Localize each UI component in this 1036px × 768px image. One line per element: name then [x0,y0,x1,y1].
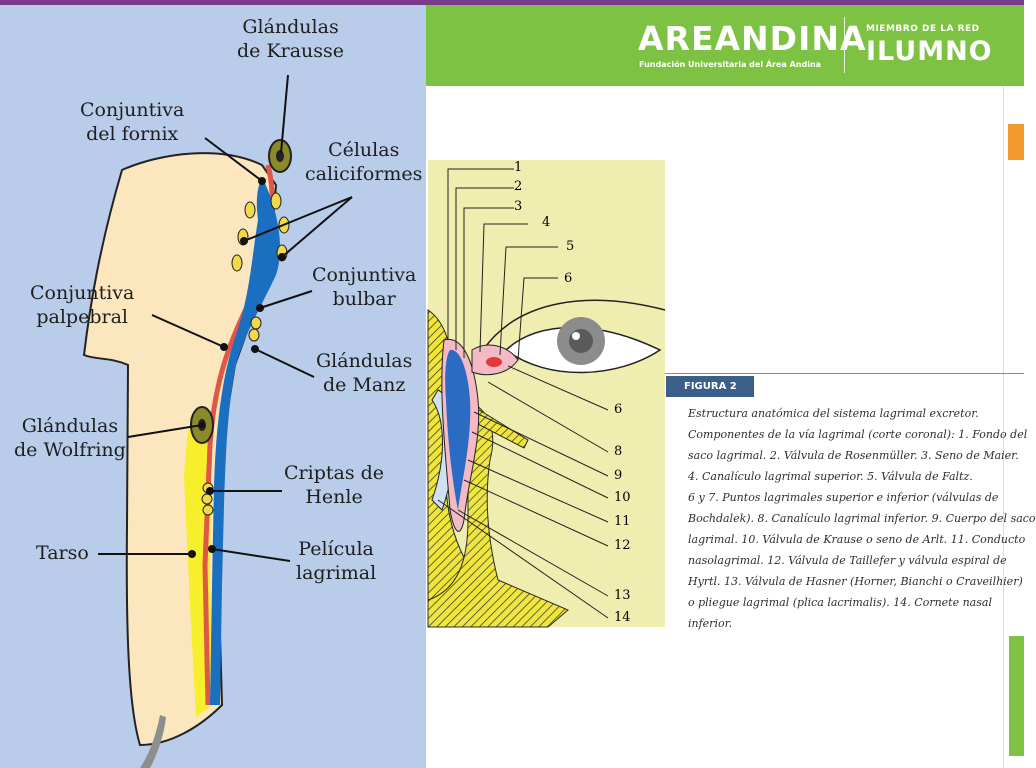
green-side-tab [1009,636,1024,756]
caption-line: Componentes de la vía lagrimal (corte co… [688,428,1028,441]
caption-line: o pliegue lagrimal (plica lacrimalis). 1… [688,596,992,609]
callout-4: 4 [542,215,551,230]
top-accent-line [0,0,1024,5]
caption-line: inferior. [688,617,733,630]
callout-9: 9 [614,468,623,483]
pupil [569,329,593,353]
orange-side-tab [1008,124,1024,160]
caption-line: lagrimal. 10. Válvula de Krause o seno d… [688,533,1026,546]
lacrimal-diagram: 1 2 3 4 5 6 6 8 9 10 11 12 13 14 [427,160,666,628]
callout-1: 1 [514,160,523,175]
caption-line: 4. Canalículo lagrimal superior. 5. Válv… [688,470,973,483]
figure-divider [665,373,1024,374]
callout-13: 13 [614,588,631,603]
callout-6a: 6 [564,271,573,286]
page-edge-line [1003,86,1004,768]
lacrimal-illustration [427,168,666,628]
eyelid-upper [482,299,666,351]
conjunctiva-illustration [82,74,353,768]
callout-6b: 6 [614,402,623,417]
caption-line: 6 y 7. Puntos lagrimales superior e infe… [688,491,999,504]
figure-badge: FIGURA 2 [666,376,754,397]
figure-caption: Estructura anatómica del sistema lagrima… [688,403,1036,634]
pointer-dots [188,177,286,558]
callout-11: 11 [614,514,631,529]
pointer-lines [98,74,353,562]
member-label: MIEMBRO DE LA RED [866,24,980,34]
bone-nasal [427,399,569,628]
header-bar: AREANDINA Fundación Universitaria del Ár… [426,5,1024,86]
callout-2: 2 [514,179,523,194]
callout-8: 8 [614,444,623,459]
callout-12: 12 [614,538,631,553]
header-divider [844,17,845,73]
lacrimal-sac-inner [445,349,471,510]
eyelid-tissue [82,152,278,747]
network-logo[interactable]: ILUMNO [866,36,993,67]
caption-line: Hyrtl. 13. Válvula de Hasner (Horner, Bi… [688,575,1023,588]
label-tarso: Tarso [36,542,89,564]
callout-10: 10 [614,490,631,505]
callout-14: 14 [614,610,631,625]
callout-5: 5 [566,239,575,254]
brand-logo[interactable]: AREANDINA [638,19,867,58]
caption-line: nasolagrimal. 12. Válvula de Taillefer y… [688,554,1007,567]
caption-line: saco lagrimal. 2. Válvula de Rosenmüller… [688,449,1019,462]
callout-lines [437,168,609,619]
callout-3: 3 [514,199,523,214]
caption-line: Bochdalek). 8. Canalículo lagrimal infer… [688,512,1036,525]
eyelash [140,715,166,768]
brand-subtitle: Fundación Universitaria del Área Andina [639,60,822,69]
caption-line: Estructura anatómica del sistema lagrima… [688,407,979,420]
